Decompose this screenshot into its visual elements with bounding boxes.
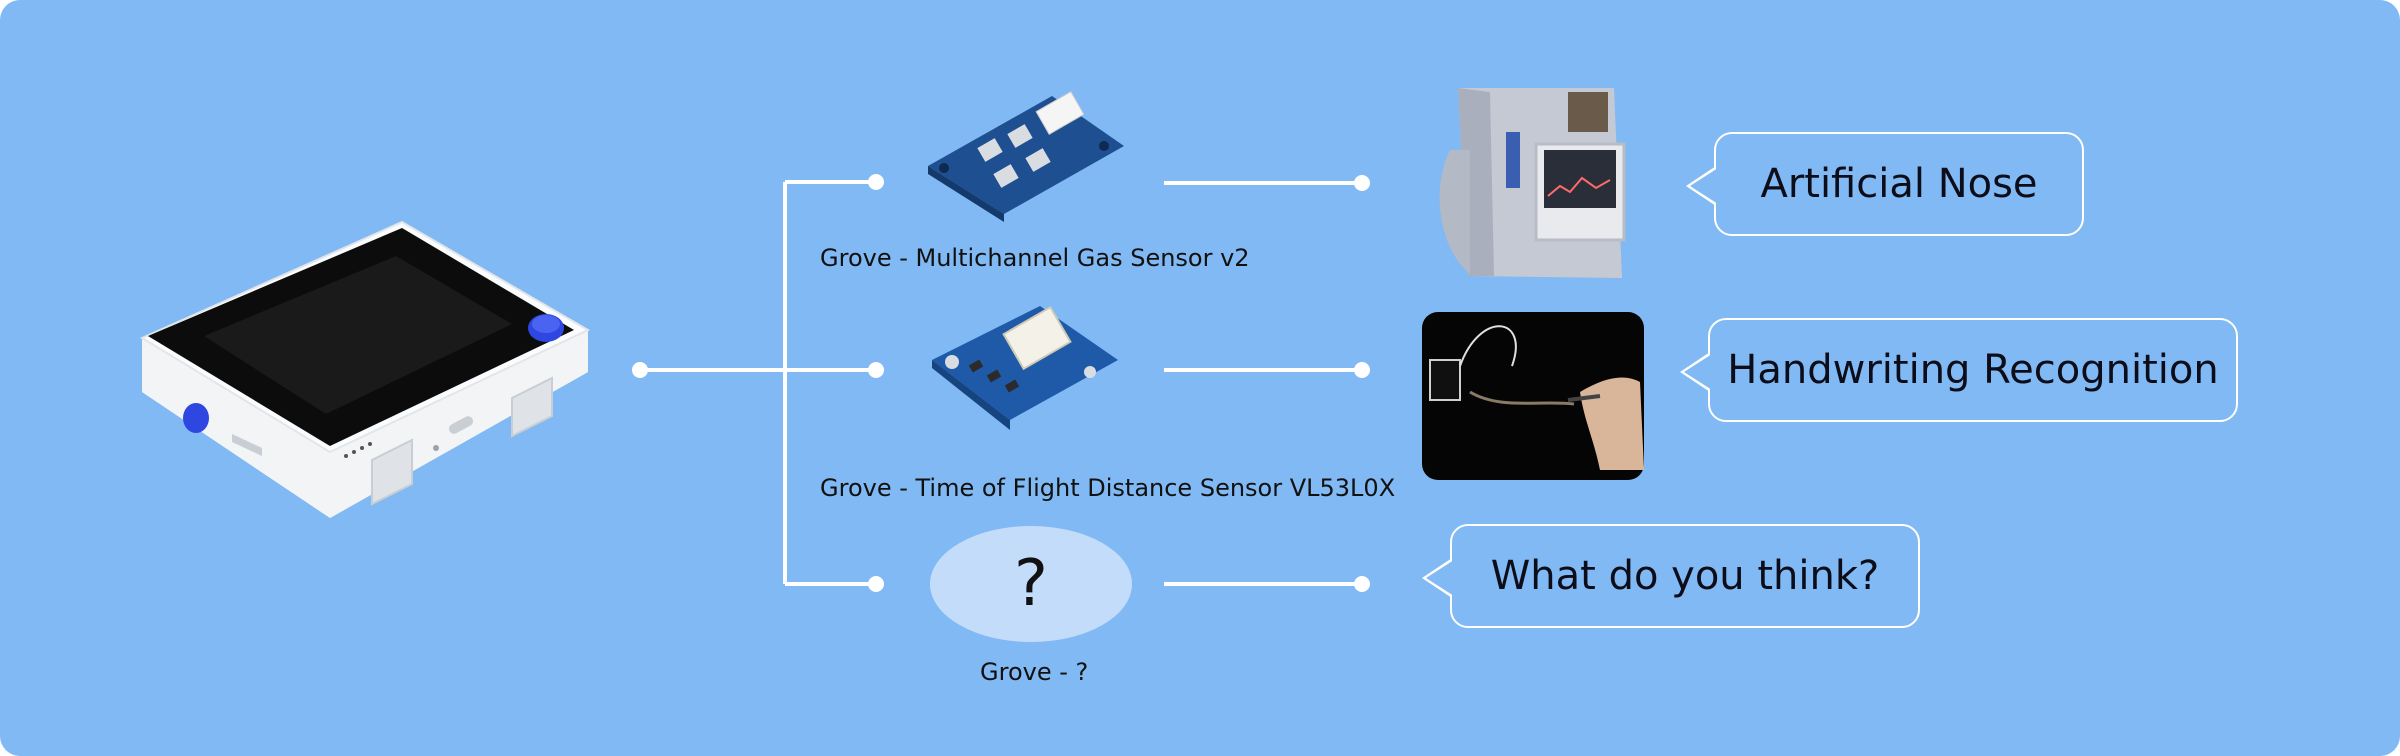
connector-lines [640, 180, 1362, 586]
app-dot-1 [1354, 175, 1370, 191]
branch-dot-1 [868, 174, 884, 190]
application-bubble-nose: Artificial Nose [1686, 132, 2084, 236]
artificial-nose-photo [1439, 88, 1626, 278]
app-dot-2 [1354, 362, 1370, 378]
application-label-unknown: What do you think? [1490, 553, 1880, 599]
application-label-handwriting: Handwriting Recognition [1727, 347, 2219, 393]
sensor-label-gas: Grove - Multichannel Gas Sensor v2 [820, 244, 1250, 272]
device-illustration [139, 220, 591, 518]
handwriting-photo [1422, 312, 1644, 480]
tof-sensor-image [932, 305, 1118, 430]
branch-dot-3 [868, 576, 884, 592]
gas-sensor-image [928, 91, 1124, 222]
unknown-sensor-bubble: ? [930, 526, 1132, 642]
connector-dots [632, 174, 1370, 592]
app-dot-3 [1354, 576, 1370, 592]
application-bubble-handwriting: Handwriting Recognition [1680, 318, 2238, 422]
sensor-label-unknown: Grove - ? [980, 658, 1089, 686]
application-label-nose: Artificial Nose [1760, 161, 2038, 207]
application-bubble-unknown: What do you think? [1422, 524, 1920, 628]
trunk-dot [632, 362, 648, 378]
branch-dot-2 [868, 362, 884, 378]
sensor-label-tof: Grove - Time of Flight Distance Sensor V… [820, 474, 1396, 502]
question-mark: ? [1014, 547, 1048, 621]
